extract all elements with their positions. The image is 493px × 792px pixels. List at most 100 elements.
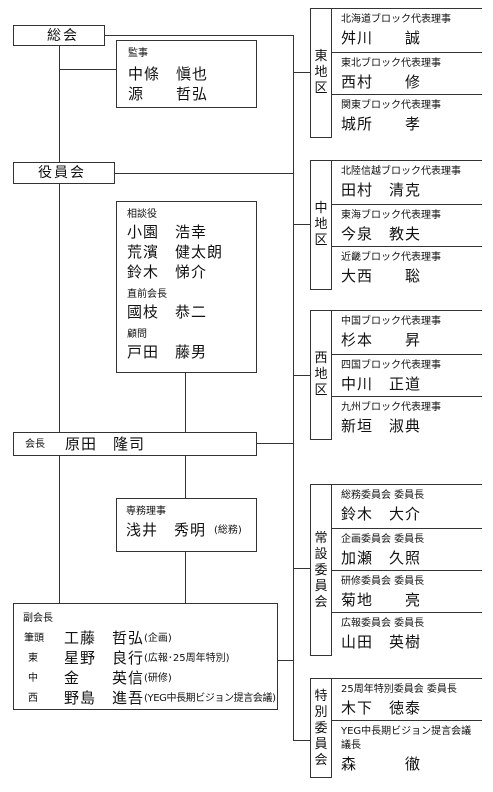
special-item-2-name: 森 徹 bbox=[341, 755, 422, 773]
standing-item-2-title: 企画委員会 委員長 bbox=[341, 534, 425, 545]
vice-tag-3: 中 bbox=[28, 673, 38, 684]
vice-name-2: 星野 良行 bbox=[64, 649, 145, 667]
zenkai-title: 直前会長 bbox=[127, 289, 167, 300]
west-item-1: 中国ブロック代表理事 杉本 昇 bbox=[331, 311, 482, 355]
vice-note-2: (広報･25周年特別) bbox=[144, 653, 230, 664]
center-line-3 bbox=[185, 552, 186, 603]
standing-item-2: 企画委員会 委員長 加瀬 久照 bbox=[331, 528, 482, 571]
sodan-name-1: 小園 浩幸 bbox=[127, 223, 208, 241]
west-item-2-name: 中川 正道 bbox=[341, 375, 422, 393]
east-branch bbox=[293, 72, 310, 73]
standing-item-4-name: 山田 英樹 bbox=[341, 633, 422, 651]
standing-branch bbox=[293, 568, 310, 569]
east-item-1: 北海道ブロック代表理事 舛川 誠 bbox=[331, 9, 482, 53]
standing-item-3-name: 菊地 亮 bbox=[341, 591, 422, 609]
central-item-1: 北陸信越ブロック代表理事 田村 清克 bbox=[331, 161, 482, 205]
east-label: 東地区 bbox=[314, 49, 328, 96]
yakuinkai-right-line bbox=[115, 173, 293, 174]
sodan-name-2: 荒濱 健太朗 bbox=[127, 243, 224, 261]
standing-item-3: 研修委員会 委員長 菊地 亮 bbox=[331, 570, 482, 613]
east-item-1-title: 北海道ブロック代表理事 bbox=[341, 14, 451, 25]
vice-name-1: 工藤 哲弘 bbox=[64, 629, 145, 647]
president-name: 原田 隆司 bbox=[65, 435, 146, 453]
main-trunk-line bbox=[59, 45, 60, 605]
vice-title: 副会長 bbox=[23, 613, 53, 624]
sokai-right-line bbox=[105, 35, 293, 36]
vice-name-3: 金 英信 bbox=[64, 669, 145, 687]
senmu-title: 専務理事 bbox=[126, 506, 166, 517]
central-item-1-title: 北陸信越ブロック代表理事 bbox=[341, 166, 461, 177]
standing-item-4-title: 広報委員会 委員長 bbox=[341, 618, 425, 629]
central-item-3-title: 近畿ブロック代表理事 bbox=[341, 252, 441, 263]
vice-note-1: (企画) bbox=[144, 633, 172, 644]
senmu-box: 専務理事 浅井 秀明 (総務) bbox=[116, 498, 257, 552]
central-item-2-name: 今泉 教夫 bbox=[341, 225, 422, 243]
president-box: 会長 原田 隆司 bbox=[13, 432, 257, 456]
kanji-box: 監事 中條 愼也 源 哲弘 bbox=[116, 40, 257, 108]
yakuinkai-box: 役員会 bbox=[13, 162, 115, 184]
special-item-1-title: 25周年特別委員会 委員長 bbox=[341, 684, 457, 695]
advisors-box: 相談役 小園 浩幸 荒濱 健太朗 鈴木 悌介 直前会長 國枝 恭二 顧問 戸田 … bbox=[116, 201, 257, 373]
east-item-3-name: 城所 孝 bbox=[341, 115, 422, 133]
central-item-3: 近畿ブロック代表理事 大西 聡 bbox=[331, 246, 482, 290]
west-branch bbox=[293, 375, 310, 376]
komon-title: 顧問 bbox=[127, 329, 147, 340]
sokai-label: 総会 bbox=[47, 28, 79, 44]
standing-label: 常設委員会 bbox=[314, 531, 328, 610]
east-item-3-title: 関東ブロック代表理事 bbox=[341, 100, 441, 111]
right-trunk-line bbox=[293, 35, 294, 740]
sokai-box: 総会 bbox=[13, 25, 105, 46]
east-group: 東地区 北海道ブロック代表理事 舛川 誠 東北ブロック代表理事 西村 修 関東ブ… bbox=[310, 8, 482, 138]
east-item-3: 関東ブロック代表理事 城所 孝 bbox=[331, 94, 482, 138]
president-title: 会長 bbox=[25, 439, 45, 450]
central-item-1-name: 田村 清克 bbox=[341, 181, 422, 199]
sodan-name-3: 鈴木 悌介 bbox=[127, 263, 208, 281]
east-item-1-name: 舛川 誠 bbox=[341, 29, 422, 47]
sodan-title: 相談役 bbox=[127, 209, 157, 220]
west-item-1-name: 杉本 昇 bbox=[341, 331, 422, 349]
senmu-name: 浅井 秀明 bbox=[126, 521, 207, 539]
west-item-3-title: 九州ブロック代表理事 bbox=[341, 402, 441, 413]
special-group: 特別委員会 25周年特別委員会 委員長 木下 徳泰 YEG中長期ビジョン提言会議… bbox=[310, 678, 482, 778]
west-item-2: 四国ブロック代表理事 中川 正道 bbox=[331, 354, 482, 397]
vice-tag-4: 西 bbox=[28, 693, 38, 704]
vice-box: 副会長 筆頭 工藤 哲弘 (企画) 東 星野 良行 (広報･25周年特別) 中 … bbox=[13, 603, 278, 710]
special-item-1-name: 木下 徳泰 bbox=[341, 699, 422, 717]
west-group: 西地区 中国ブロック代表理事 杉本 昇 四国ブロック代表理事 中川 正道 九州ブ… bbox=[310, 310, 482, 440]
east-item-2-name: 西村 修 bbox=[341, 73, 422, 91]
central-item-2: 東海ブロック代表理事 今泉 教夫 bbox=[331, 204, 482, 247]
vice-tag-2: 東 bbox=[28, 653, 38, 664]
vice-name-4: 野島 進吾 bbox=[64, 689, 145, 707]
west-item-2-title: 四国ブロック代表理事 bbox=[341, 360, 441, 371]
standing-group: 常設委員会 総務委員会 委員長 鈴木 大介 企画委員会 委員長 加瀬 久照 研修… bbox=[310, 484, 482, 656]
vice-note-4: (YEG中長期ビジョン提言会議) bbox=[144, 693, 276, 704]
special-item-2-title2: 議長 bbox=[341, 740, 361, 751]
east-item-2-title: 東北ブロック代表理事 bbox=[341, 58, 441, 69]
special-item-2-title: YEG中長期ビジョン提言会議 bbox=[341, 726, 472, 737]
special-item-1: 25周年特別委員会 委員長 木下 徳泰 bbox=[331, 679, 482, 721]
senmu-role: (総務) bbox=[214, 525, 242, 536]
standing-item-1-name: 鈴木 大介 bbox=[341, 505, 422, 523]
standing-item-1-title: 総務委員会 委員長 bbox=[341, 490, 425, 501]
kanji-name-1: 中條 愼也 bbox=[128, 65, 209, 83]
standing-item-4: 広報委員会 委員長 山田 英樹 bbox=[331, 612, 482, 656]
standing-item-1: 総務委員会 委員長 鈴木 大介 bbox=[331, 485, 482, 529]
vice-tag-1: 筆頭 bbox=[24, 633, 44, 644]
special-item-2: YEG中長期ビジョン提言会議 議長 森 徹 bbox=[331, 720, 482, 778]
central-label: 中地区 bbox=[314, 201, 328, 248]
central-item-3-name: 大西 聡 bbox=[341, 267, 422, 285]
vice-right-line bbox=[278, 660, 293, 661]
central-group: 中地区 北陸信越ブロック代表理事 田村 清克 東海ブロック代表理事 今泉 教夫 … bbox=[310, 160, 482, 290]
west-item-3: 九州ブロック代表理事 新垣 淑典 bbox=[331, 396, 482, 440]
east-item-2: 東北ブロック代表理事 西村 修 bbox=[331, 52, 482, 95]
center-line-1 bbox=[185, 373, 186, 433]
west-item-1-title: 中国ブロック代表理事 bbox=[341, 316, 441, 327]
vice-note-3: (研修) bbox=[144, 673, 172, 684]
kanji-connector bbox=[59, 69, 116, 70]
special-branch bbox=[293, 740, 310, 741]
special-label: 特別委員会 bbox=[314, 689, 328, 768]
komon-name: 戸田 藤男 bbox=[127, 343, 208, 361]
zenkai-name: 國枝 恭二 bbox=[127, 303, 208, 321]
west-item-3-name: 新垣 淑典 bbox=[341, 417, 422, 435]
kanji-name-2: 源 哲弘 bbox=[128, 85, 209, 103]
